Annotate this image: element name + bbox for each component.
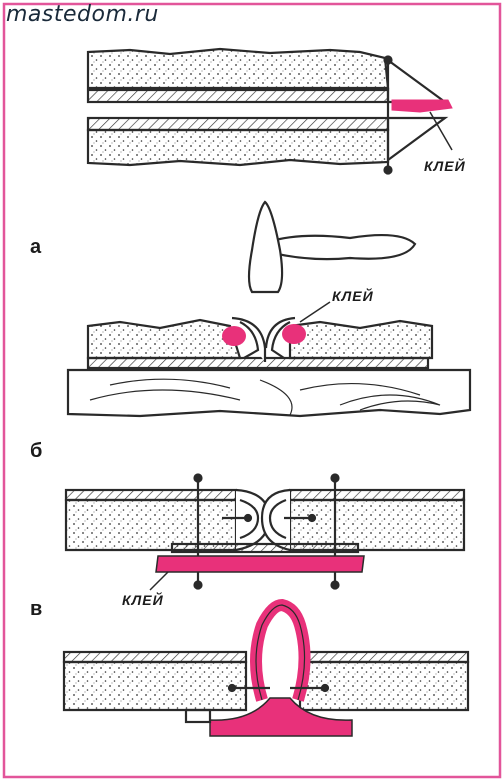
figure-v [62, 598, 470, 737]
section-label-b: б [30, 440, 43, 462]
hammer-handle [266, 234, 417, 261]
glue-label-top: КЛЕЙ [424, 158, 466, 174]
hammer-head [247, 200, 284, 294]
wood-board [66, 368, 472, 418]
glue-label-b: КЛЕЙ [122, 592, 164, 608]
site-watermark: mastedom.ru [6, 2, 159, 27]
section-label-a: а [30, 236, 42, 258]
figure-b [64, 473, 466, 591]
glue-label-a: КЛЕЙ [332, 288, 374, 304]
figure-a [66, 200, 472, 418]
section-label-v: в [30, 598, 43, 620]
top-figure [86, 47, 453, 175]
